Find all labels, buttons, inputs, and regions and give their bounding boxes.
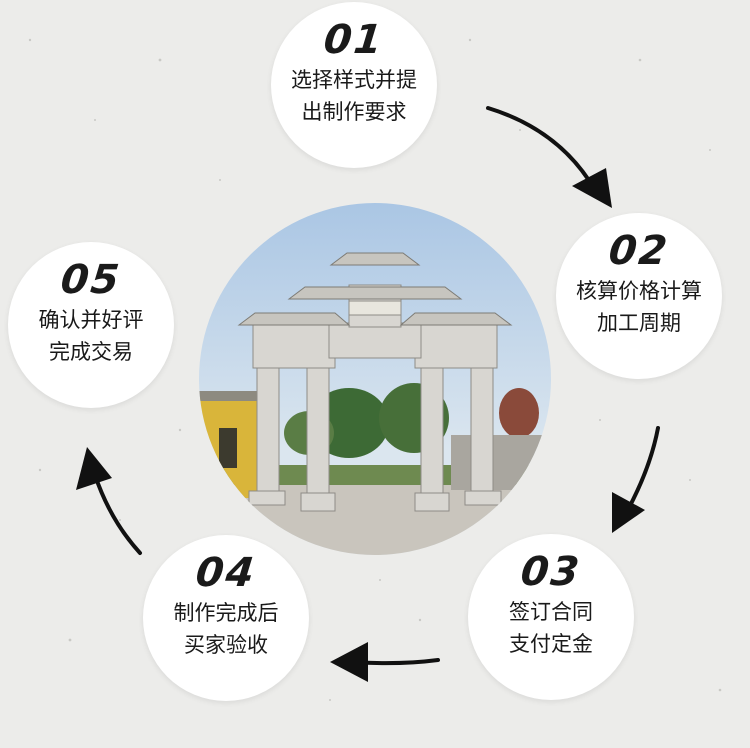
step-1-line-2: 出制作要求 <box>301 100 407 124</box>
arrowhead-2 <box>612 492 645 533</box>
step-2-line-1: 核算价格计算 <box>576 279 702 303</box>
arrowhead-3 <box>330 642 368 682</box>
arrow-1-to-2 <box>486 106 597 192</box>
step-1-circle: 01 选择样式并提 出制作要求 <box>271 2 437 168</box>
step-2-number: 02 <box>606 228 672 274</box>
arrowhead-1 <box>572 168 612 208</box>
step-3-circle: 03 签订合同 支付定金 <box>468 534 634 700</box>
step-5-number: 05 <box>58 257 124 303</box>
step-4-number: 04 <box>193 550 259 596</box>
step-1-number: 01 <box>321 17 387 63</box>
step-3-line-1: 签订合同 <box>509 600 593 624</box>
stone-archway-photo <box>199 203 551 555</box>
step-2-line-2: 加工周期 <box>597 311 681 335</box>
step-4-circle: 04 制作完成后 买家验收 <box>143 535 309 701</box>
step-3-number: 03 <box>518 549 584 595</box>
arrow-4-to-5 <box>93 473 142 555</box>
step-1-line-1: 选择样式并提 <box>291 68 417 92</box>
step-4-line-1: 制作完成后 <box>173 601 279 625</box>
step-2-circle: 02 核算价格计算 加工周期 <box>556 213 722 379</box>
arrowhead-4 <box>76 447 112 490</box>
step-4-line-2: 买家验收 <box>184 633 268 657</box>
step-5-line-2: 完成交易 <box>49 340 133 364</box>
step-5-line-1: 确认并好评 <box>38 308 144 332</box>
step-5-circle: 05 确认并好评 完成交易 <box>8 242 174 408</box>
step-3-line-2: 支付定金 <box>509 632 593 656</box>
